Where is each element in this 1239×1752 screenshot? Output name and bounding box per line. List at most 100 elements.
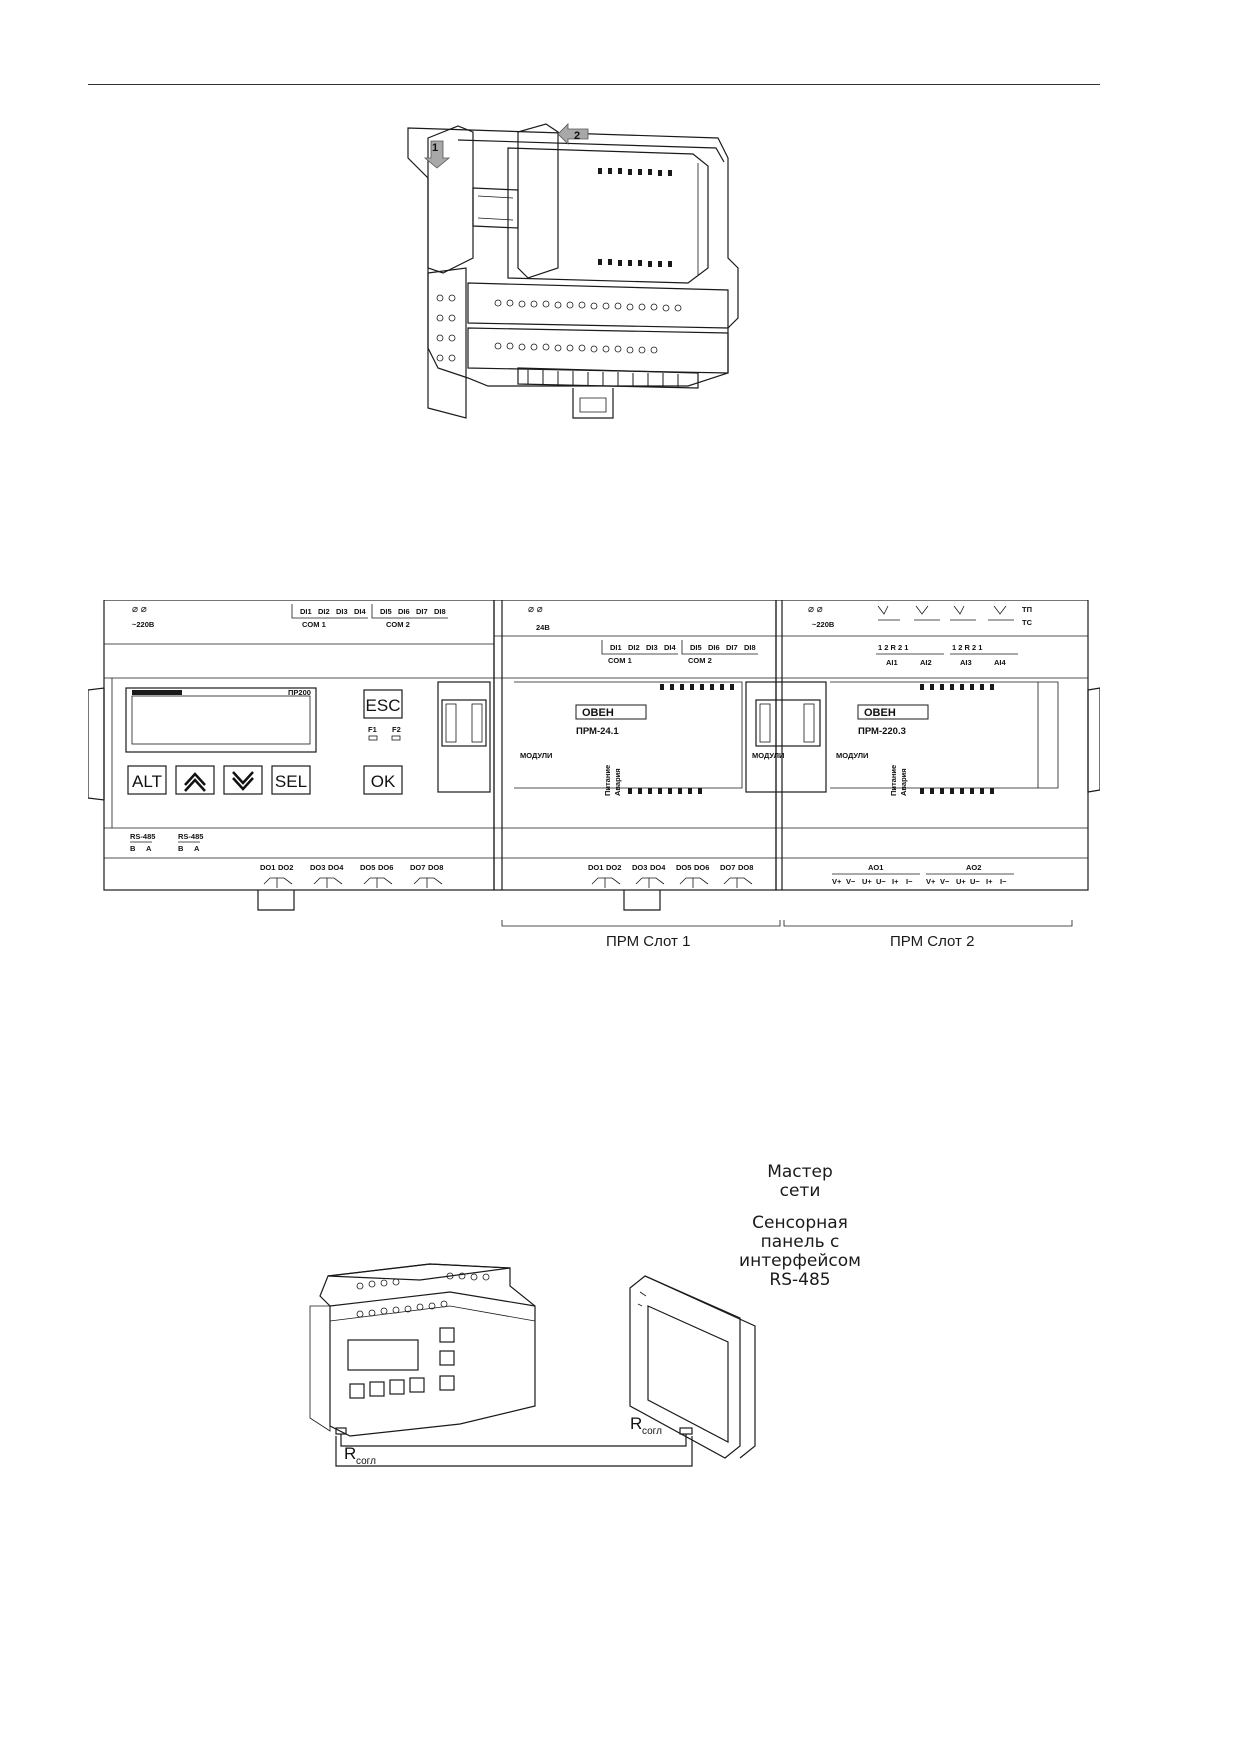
m1-do2: DO2 <box>606 863 621 872</box>
down-button[interactable] <box>223 765 263 795</box>
svg-text:OK: OK <box>371 772 396 791</box>
alt-button[interactable]: ALT <box>127 765 167 795</box>
rs485-bus-line-a <box>340 1434 687 1447</box>
ao2-terminals: V+ V− U+ U− I+ I− <box>926 877 1007 886</box>
double-chevron-up-icon <box>184 772 206 792</box>
svg-text:U−: U− <box>970 877 980 886</box>
m1-di3: DI3 <box>646 643 658 652</box>
ao1-label: AO1 <box>868 863 883 872</box>
header-rule <box>88 84 1100 85</box>
rs485-1-label: RS-485 <box>130 832 155 841</box>
m2-brand-logo <box>857 704 929 720</box>
right-terminator-resistor <box>679 1427 693 1435</box>
m1-com2: COM 2 <box>688 656 712 665</box>
rs485-2-label: RS-485 <box>178 832 203 841</box>
f2-label: F2 <box>392 725 401 734</box>
double-chevron-down-icon <box>232 771 254 791</box>
base-di6: DI6 <box>398 607 410 616</box>
base-do8: DO8 <box>428 863 443 872</box>
svg-text:⌀ ⌀: ⌀ ⌀ <box>132 604 147 615</box>
module-install-illustration: 1 2 <box>407 123 739 419</box>
m1-di4: DI4 <box>664 643 677 652</box>
m1-do4: DO4 <box>650 863 666 872</box>
svg-text:U−: U− <box>876 877 886 886</box>
m1-di2: DI2 <box>628 643 640 652</box>
r-left-subscript: согл <box>356 1456 376 1467</box>
svg-text:A: A <box>146 844 152 853</box>
r-left-label: R <box>344 1444 356 1463</box>
base-com2: COM 2 <box>386 620 410 629</box>
m1-di8: DI8 <box>744 643 756 652</box>
sel-button[interactable]: SEL <box>271 765 311 795</box>
up-button[interactable] <box>175 765 215 795</box>
svg-text:⌀ ⌀: ⌀ ⌀ <box>808 604 823 615</box>
base-din-clip <box>257 890 295 911</box>
f1-label: F1 <box>368 725 377 734</box>
svg-text:V+: V+ <box>832 877 842 886</box>
r-right-label: R <box>630 1414 642 1433</box>
svg-text:I−: I− <box>1000 877 1007 886</box>
ai3-label: AI3 <box>960 658 972 667</box>
m2-connector-label: МОДУЛИ <box>836 751 868 760</box>
base-do7: DO7 <box>410 863 425 872</box>
pr200-system-diagram: ⌀ ⌀ ~220В DI1 DI2 DI3 DI4 DI5 DI6 DI7 DI… <box>88 600 1100 950</box>
slot1-label: ПРМ Слот 1 <box>606 933 690 950</box>
svg-text:ОВЕН: ОВЕН <box>864 707 896 719</box>
step-1-label: 1 <box>432 142 438 154</box>
base-do3: DO3 <box>310 863 325 872</box>
svg-text:⌀ ⌀: ⌀ ⌀ <box>528 604 543 615</box>
m1-do5: DO5 <box>676 863 691 872</box>
svg-text:B: B <box>178 844 184 853</box>
ai2-label: AI2 <box>920 658 932 667</box>
m1-di1: DI1 <box>610 643 622 652</box>
svg-text:ОВЕН: ОВЕН <box>582 707 614 719</box>
base-do5: DO5 <box>360 863 375 872</box>
base-model: ПР200 <box>288 688 311 697</box>
m2-model: ПРМ-220.3 <box>858 726 906 737</box>
slot2-label: ПРМ Слот 2 <box>890 933 974 950</box>
m1-do7: DO7 <box>720 863 735 872</box>
base-power-label: ~220В <box>132 620 155 629</box>
step-2-label: 2 <box>574 130 580 142</box>
slot1-bracket <box>501 920 781 927</box>
base-do2: DO2 <box>278 863 293 872</box>
m2-led-power: Питание <box>889 765 898 796</box>
touch-panel-illustration <box>629 1275 756 1459</box>
base-di4: DI4 <box>354 607 367 616</box>
f1-led <box>368 735 378 741</box>
m1-led-row-bottom <box>628 788 702 794</box>
base-logo <box>132 690 182 695</box>
svg-text:U+: U+ <box>956 877 966 886</box>
m2-led-row-bottom <box>920 788 994 794</box>
m1-led-row-top <box>660 684 734 690</box>
esc-button[interactable]: ESC <box>363 689 403 719</box>
base-di1: DI1 <box>300 607 312 616</box>
rs485-bus-line-b <box>335 1436 693 1467</box>
m2-power-label: ~220В <box>812 620 835 629</box>
arrow-left-icon <box>557 123 589 145</box>
m1-di5: DI5 <box>690 643 702 652</box>
pr200-device-illustration <box>309 1263 536 1437</box>
m2-led-row-top <box>920 684 994 690</box>
base-do4: DO4 <box>328 863 344 872</box>
svg-text:U+: U+ <box>862 877 872 886</box>
base-lcd-screen <box>125 687 317 753</box>
panel-caption-line1: Сенсорная <box>752 1213 848 1233</box>
m1-do1: DO1 <box>588 863 603 872</box>
m1-do8: DO8 <box>738 863 753 872</box>
ai4-label: AI4 <box>994 658 1007 667</box>
ao1-terminals: V+ V− U+ U− I+ I− <box>832 877 913 886</box>
svg-text:МОДУЛИ: МОДУЛИ <box>752 751 784 760</box>
svg-text:I+: I+ <box>892 877 899 886</box>
svg-text:1 2 R 2 1: 1 2 R 2 1 <box>878 643 908 652</box>
ok-button[interactable]: OK <box>363 765 403 795</box>
rs485-network-diagram: Мастер сети Сенсорная панель с интерфейс… <box>309 1162 861 1467</box>
base-di2: DI2 <box>318 607 330 616</box>
svg-text:1 2 R 2 1: 1 2 R 2 1 <box>952 643 982 652</box>
svg-text:ESC: ESC <box>366 696 401 715</box>
ai1-label: AI1 <box>886 658 898 667</box>
sensor-tp-label: ТП <box>1022 605 1032 614</box>
m1-di6: DI6 <box>708 643 720 652</box>
ao2-label: AO2 <box>966 863 981 872</box>
svg-text:V−: V− <box>846 877 856 886</box>
